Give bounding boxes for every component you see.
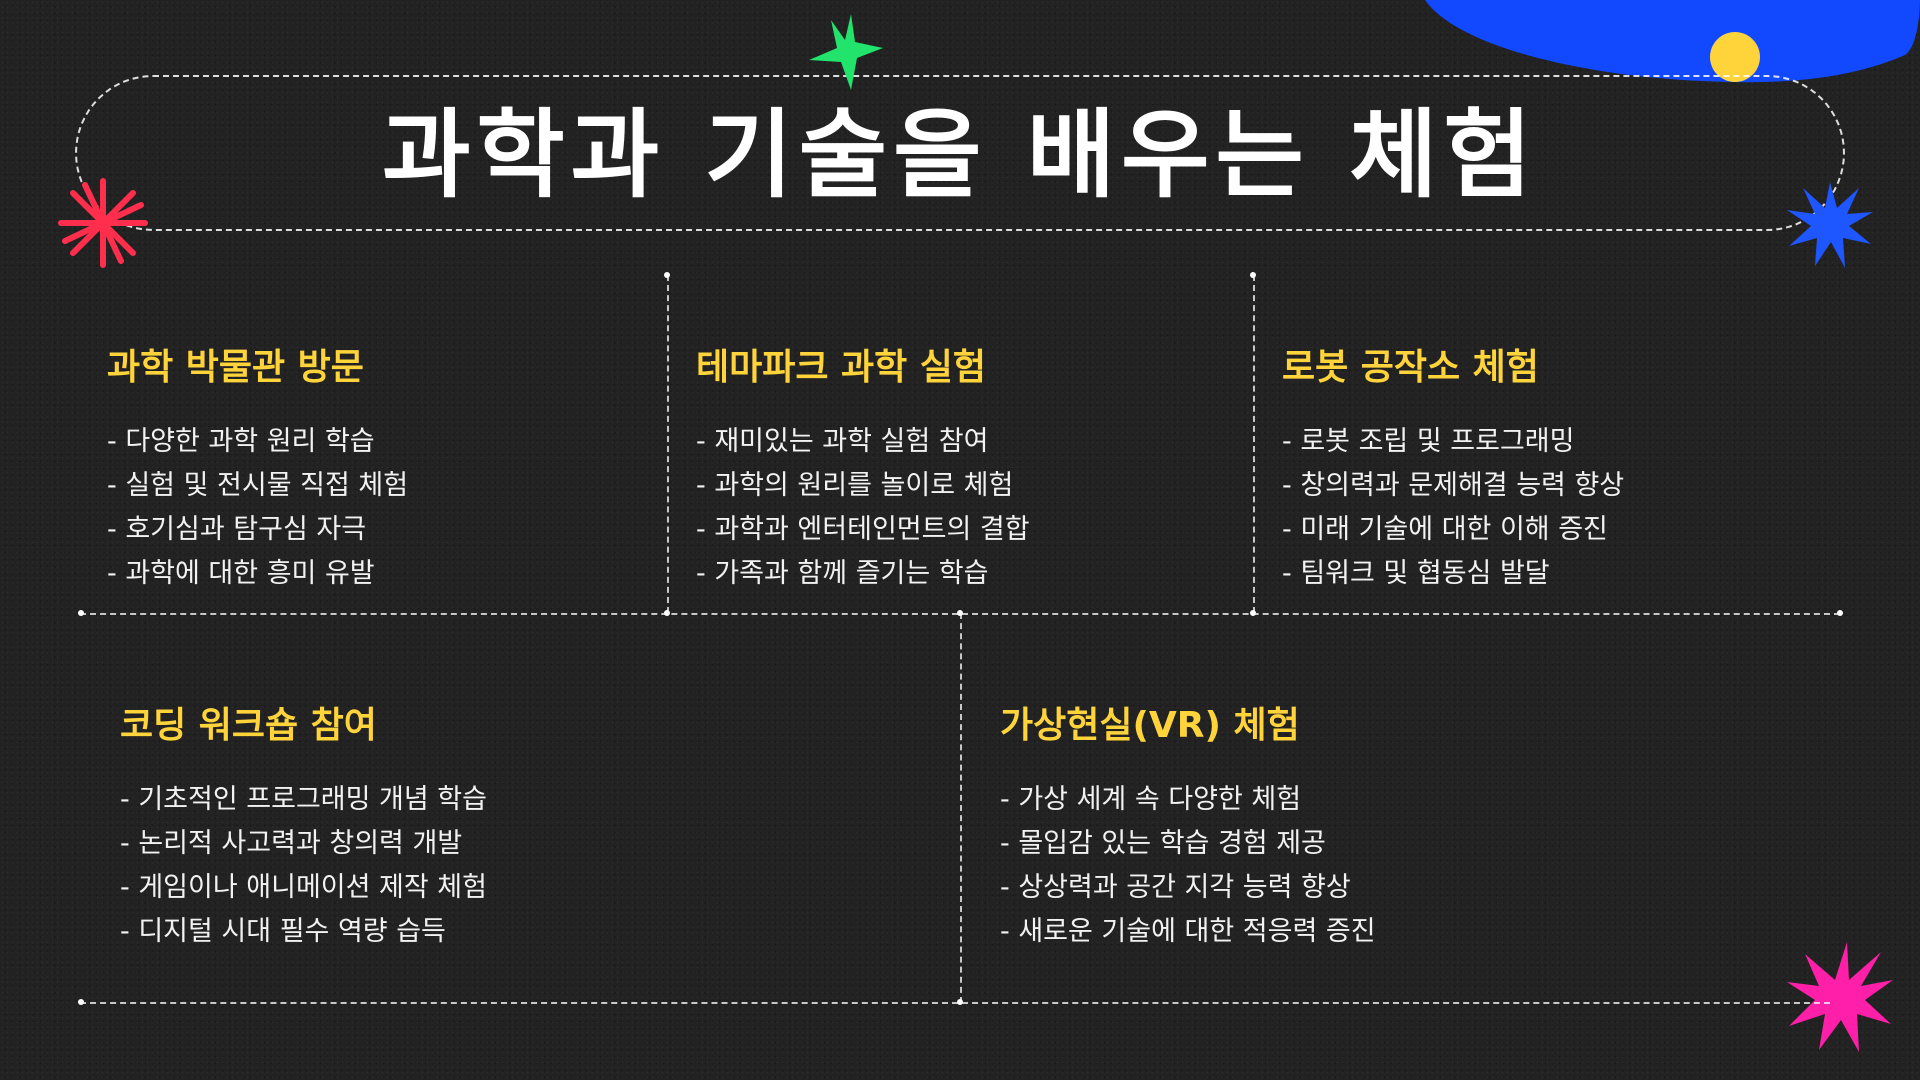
card-list: - 기초적인 프로그래밍 개념 학습 - 논리적 사고력과 창의력 개발 - 게…: [120, 778, 487, 954]
card-title: 과학 박물관 방문: [107, 347, 364, 388]
list-item: - 미래 기술에 대한 이해 증진: [1282, 514, 1608, 545]
line-dot: [957, 999, 963, 1005]
divider-vertical-3: [960, 613, 962, 1003]
card-title: 테마파크 과학 실험: [696, 347, 987, 388]
list-item: - 호기심과 탐구심 자극: [107, 514, 367, 545]
list-item: - 논리적 사고력과 창의력 개발: [120, 828, 463, 859]
card-title: 코딩 워크숍 참여: [120, 705, 377, 746]
line-dot: [1250, 610, 1256, 616]
card-list: - 다양한 과학 원리 학습 - 실험 및 전시물 직접 체험 - 호기심과 탐…: [107, 420, 408, 596]
line-dot: [664, 272, 670, 278]
line-dot: [1250, 272, 1256, 278]
card-robot-workshop: 로봇 공작소 체험 - 로봇 조립 및 프로그래밍 - 창의력과 문제해결 능력…: [1282, 346, 1624, 596]
list-item: - 재미있는 과학 실험 참여: [696, 426, 989, 457]
list-item: - 실험 및 전시물 직접 체험: [107, 470, 409, 501]
card-science-museum: 과학 박물관 방문 - 다양한 과학 원리 학습 - 실험 및 전시물 직접 체…: [107, 346, 408, 596]
card-list: - 로봇 조립 및 프로그래밍 - 창의력과 문제해결 능력 향상 - 미래 기…: [1282, 420, 1624, 596]
list-item: - 과학과 엔터테인먼트의 결합: [696, 514, 1030, 545]
list-item: - 몰입감 있는 학습 경험 제공: [1000, 828, 1326, 859]
red-asterisk-icon: [58, 178, 148, 268]
card-list: - 재미있는 과학 실험 참여 - 과학의 원리를 놀이로 체험 - 과학과 엔…: [696, 420, 1030, 596]
card-title: 가상현실(VR) 체험: [1000, 705, 1300, 746]
magenta-burst-icon: [1787, 942, 1893, 1052]
card-vr-experience: 가상현실(VR) 체험 - 가상 세계 속 다양한 체험 - 몰입감 있는 학습…: [1000, 704, 1376, 954]
card-list: - 가상 세계 속 다양한 체험 - 몰입감 있는 학습 경험 제공 - 상상력…: [1000, 778, 1376, 954]
list-item: - 가족과 함께 즐기는 학습: [696, 558, 989, 589]
divider-vertical-2: [1253, 275, 1255, 613]
line-dot: [1837, 610, 1843, 616]
title-frame: [75, 75, 1845, 231]
line-dot: [664, 610, 670, 616]
list-item: - 로봇 조립 및 프로그래밍: [1282, 426, 1575, 457]
divider-vertical-1: [667, 275, 669, 613]
card-theme-park: 테마파크 과학 실험 - 재미있는 과학 실험 참여 - 과학의 원리를 놀이로…: [696, 346, 1030, 596]
list-item: - 과학의 원리를 놀이로 체험: [696, 470, 1014, 501]
line-dot: [78, 610, 84, 616]
list-item: - 기초적인 프로그래밍 개념 학습: [120, 784, 487, 815]
list-item: - 다양한 과학 원리 학습: [107, 426, 375, 457]
list-item: - 게임이나 애니메이션 제작 체험: [120, 872, 487, 903]
list-item: - 팀워크 및 협동심 발달: [1282, 558, 1550, 589]
list-item: - 창의력과 문제해결 능력 향상: [1282, 470, 1625, 501]
list-item: - 상상력과 공간 지각 능력 향상: [1000, 872, 1351, 903]
card-title: 로봇 공작소 체험: [1282, 347, 1539, 388]
card-coding-workshop: 코딩 워크숍 참여 - 기초적인 프로그래밍 개념 학습 - 논리적 사고력과 …: [120, 704, 487, 954]
list-item: - 과학에 대한 흥미 유발: [107, 558, 375, 589]
list-item: - 디지털 시대 필수 역량 습득: [120, 916, 446, 947]
list-item: - 새로운 기술에 대한 적응력 증진: [1000, 916, 1376, 947]
line-dot: [957, 610, 963, 616]
page-title: 과학과 기술을 배우는 체험: [382, 99, 1538, 211]
divider-horizontal-2: [80, 1002, 1830, 1004]
blue-burst-icon: [1787, 182, 1873, 268]
green-star-icon: [809, 14, 883, 90]
line-dot: [78, 999, 84, 1005]
blue-blob-shape: [1425, 0, 1920, 83]
list-item: - 가상 세계 속 다양한 체험: [1000, 784, 1302, 815]
